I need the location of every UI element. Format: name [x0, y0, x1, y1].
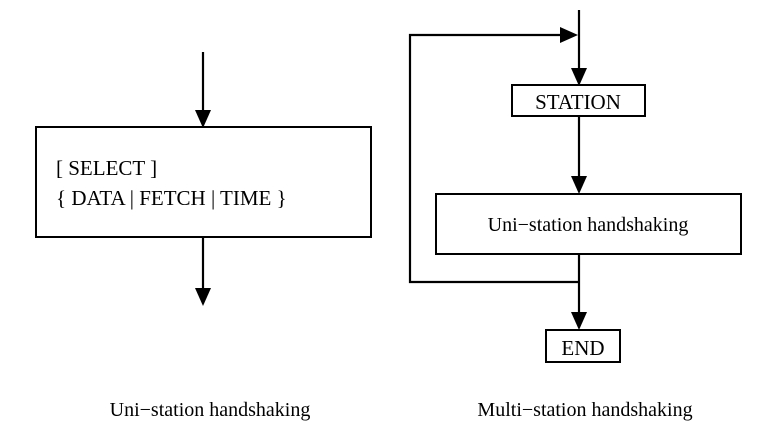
exit-arrow-left — [195, 237, 211, 306]
uni-handshake-box — [435, 193, 742, 255]
panel-multi-station: STATION Uni−station handshaking END Mult… — [408, 10, 742, 421]
select-box-line-1: [ SELECT ] — [56, 156, 157, 180]
entry-arrow-left — [195, 52, 211, 128]
feedback-loop — [408, 27, 579, 284]
select-box — [35, 126, 372, 238]
uni-handshake-box-label: Uni−station handshaking — [488, 214, 689, 236]
station-box-label: STATION — [535, 90, 621, 114]
entry-arrow-right — [571, 10, 587, 86]
station-box — [511, 84, 646, 117]
panel-uni-station: [ SELECT ] { DATA | FETCH | TIME } Uni−s… — [35, 52, 372, 421]
station-to-handshake-arrow — [571, 116, 587, 194]
end-box-label: END — [561, 336, 604, 360]
caption-uni-station: Uni−station handshaking — [110, 399, 311, 421]
end-box — [545, 329, 621, 363]
select-box-line-2: { DATA | FETCH | TIME } — [56, 186, 287, 210]
handshake-to-end-arrow — [571, 254, 587, 330]
caption-multi-station: Multi−station handshaking — [477, 399, 692, 421]
